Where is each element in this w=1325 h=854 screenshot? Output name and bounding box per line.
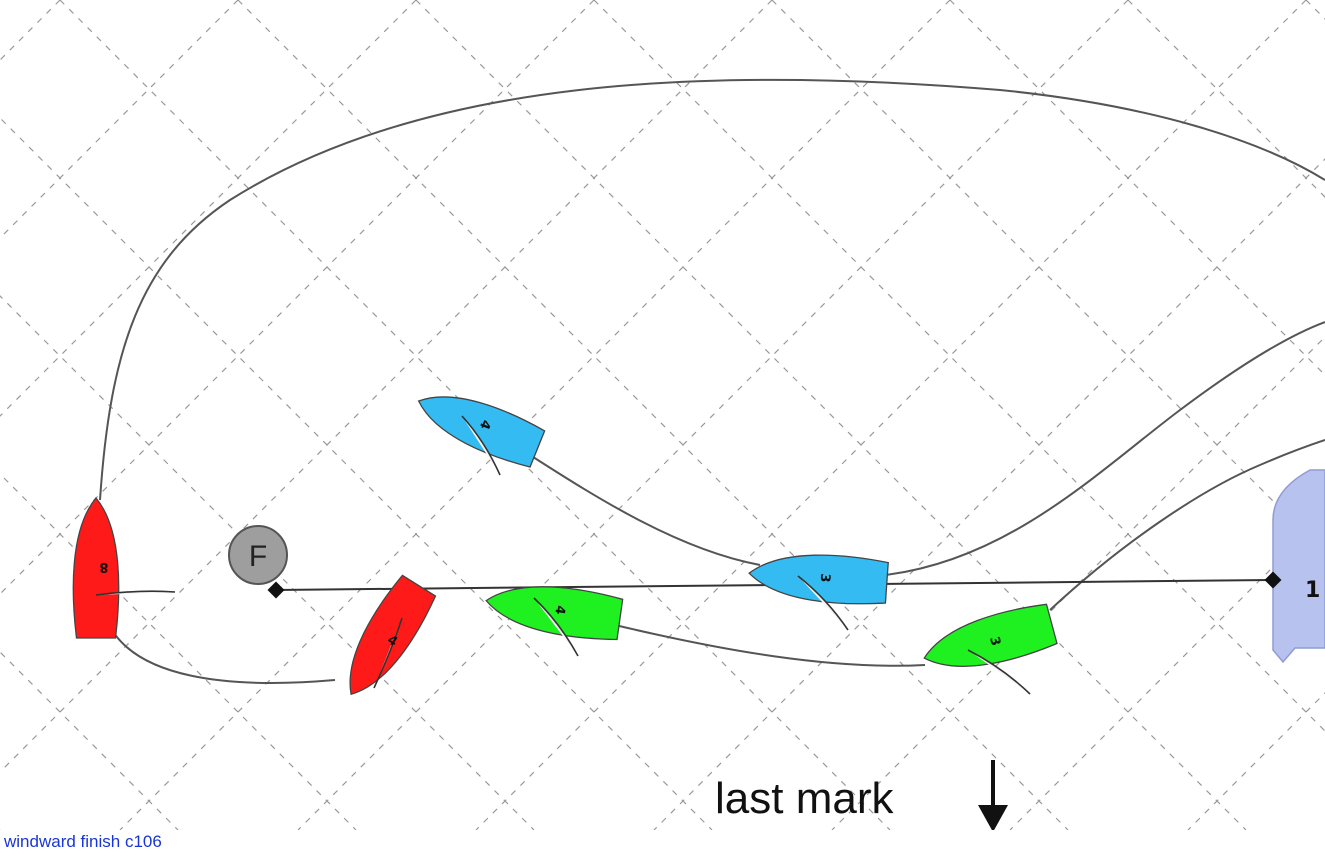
grid-line xyxy=(0,0,417,417)
boats: 8 4 4 3 4 3 xyxy=(72,396,1058,696)
boat-hull xyxy=(417,396,546,468)
red-track-line-lower xyxy=(111,629,336,684)
sail-boom xyxy=(373,617,403,689)
grid-line xyxy=(475,0,1307,830)
last-mark-label: last mark xyxy=(715,774,894,823)
committee-boat-number: 1 xyxy=(1305,578,1320,603)
grid-line xyxy=(0,651,179,830)
grid-line xyxy=(1187,692,1325,830)
grid-line xyxy=(0,473,357,830)
red-boat: 8 xyxy=(72,496,176,639)
sail-boom xyxy=(461,415,501,476)
boat-number: 8 xyxy=(99,559,108,574)
blue-boat: 4 xyxy=(417,396,546,476)
boat-number: 4 xyxy=(551,604,567,615)
grid-line xyxy=(593,0,1325,732)
grid-line xyxy=(415,0,1247,830)
boat-hull xyxy=(923,603,1058,667)
grid-line xyxy=(1009,514,1325,830)
sail-boom xyxy=(797,575,849,631)
boat-hull xyxy=(748,554,889,605)
red-track-line xyxy=(99,78,1325,501)
grid-line xyxy=(1305,0,1325,20)
grid-line xyxy=(0,0,61,61)
red-boat: 4 xyxy=(349,574,437,696)
finish-mark-point xyxy=(267,581,285,599)
sail-boom xyxy=(95,590,176,596)
finish-mark: F xyxy=(228,525,288,585)
grid-line xyxy=(831,336,1325,830)
wind-grid xyxy=(0,0,1325,830)
boat-hull xyxy=(72,496,120,639)
finish-mark-letter: F xyxy=(249,540,267,573)
caption-link[interactable]: windward finish c106 xyxy=(4,832,162,851)
grid-line xyxy=(0,117,713,830)
grid-line xyxy=(0,0,239,239)
blue-track-line xyxy=(529,454,761,566)
down-arrow-icon xyxy=(978,760,1008,830)
green-boat: 3 xyxy=(923,603,1058,695)
grid-line xyxy=(0,295,535,830)
boat-number: 3 xyxy=(817,573,833,583)
grid-line xyxy=(237,0,1069,830)
green-track-line xyxy=(614,624,926,667)
green-track-line-upper xyxy=(1049,439,1325,611)
boat-hull xyxy=(349,574,437,696)
grid-line xyxy=(653,158,1325,830)
boat-number: 3 xyxy=(986,635,1003,648)
grid-line xyxy=(949,0,1325,376)
green-boat: 4 xyxy=(485,586,624,657)
sail-boom xyxy=(533,597,579,657)
boat-hull xyxy=(485,586,624,641)
grid-line xyxy=(0,0,595,595)
committee-boat: 1 xyxy=(1272,469,1325,664)
grid-line xyxy=(297,0,1129,830)
blue-boat: 3 xyxy=(748,554,889,631)
grid-line xyxy=(119,0,951,830)
grid-line xyxy=(1127,0,1325,198)
race-diagram: 1 F 8 4 4 3 4 3 last mark xyxy=(0,0,1325,830)
grid-line xyxy=(771,0,1325,554)
track-lines xyxy=(99,78,1325,684)
grid-line xyxy=(0,0,773,773)
blue-track-line-upper xyxy=(884,321,1325,576)
sail-boom xyxy=(967,649,1031,695)
